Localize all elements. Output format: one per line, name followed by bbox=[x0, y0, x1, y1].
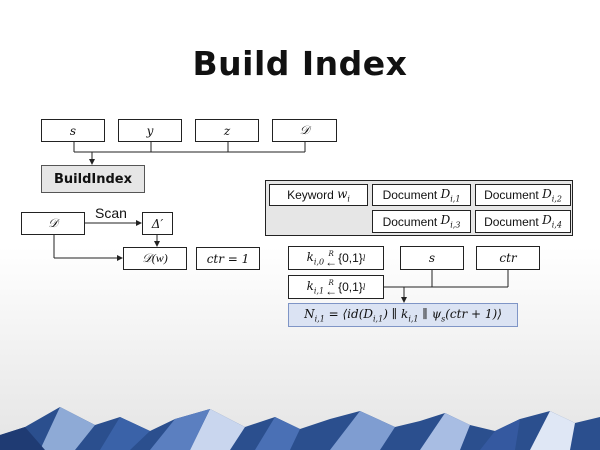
index-table: Keyword wi Document Di,1 Document Di,2 D… bbox=[265, 180, 573, 236]
input-d-box: 𝒟 bbox=[272, 119, 337, 142]
build-index-box: BuildIndex bbox=[41, 165, 145, 193]
document-cell-4: Document Di,4 bbox=[475, 210, 571, 233]
dw-box: 𝒟(w) bbox=[123, 247, 187, 270]
page-title: Build Index bbox=[192, 44, 408, 83]
document-cell-1: Document Di,1 bbox=[372, 184, 471, 206]
dataset-d-box: 𝒟 bbox=[21, 212, 85, 235]
connector-lines bbox=[53, 142, 509, 303]
delta-box: Δ′ bbox=[142, 212, 173, 235]
counter-box: ctr bbox=[476, 246, 540, 270]
document-cell-3: Document Di,3 bbox=[372, 210, 471, 233]
seed-s-box: s bbox=[400, 246, 464, 270]
scan-label: Scan bbox=[95, 205, 127, 221]
n-formula-box: Ni,1 = ⟨id(Di,1) ∥ ki,1 ∥ ψs(ctr + 1)⟩ bbox=[288, 303, 518, 327]
key-k1-box: ki,1 R← {0,1}l bbox=[288, 275, 384, 299]
ctr-box: ctr = 1 bbox=[196, 247, 260, 270]
input-z-box: z bbox=[195, 119, 259, 142]
key-k0-box: ki,0 R← {0,1}l bbox=[288, 246, 384, 270]
input-s-box: s bbox=[41, 119, 105, 142]
document-cell-2: Document Di,2 bbox=[475, 184, 571, 206]
input-y-box: y bbox=[118, 119, 182, 142]
mountain-decoration bbox=[0, 407, 600, 450]
keyword-cell: Keyword wi bbox=[269, 184, 368, 206]
